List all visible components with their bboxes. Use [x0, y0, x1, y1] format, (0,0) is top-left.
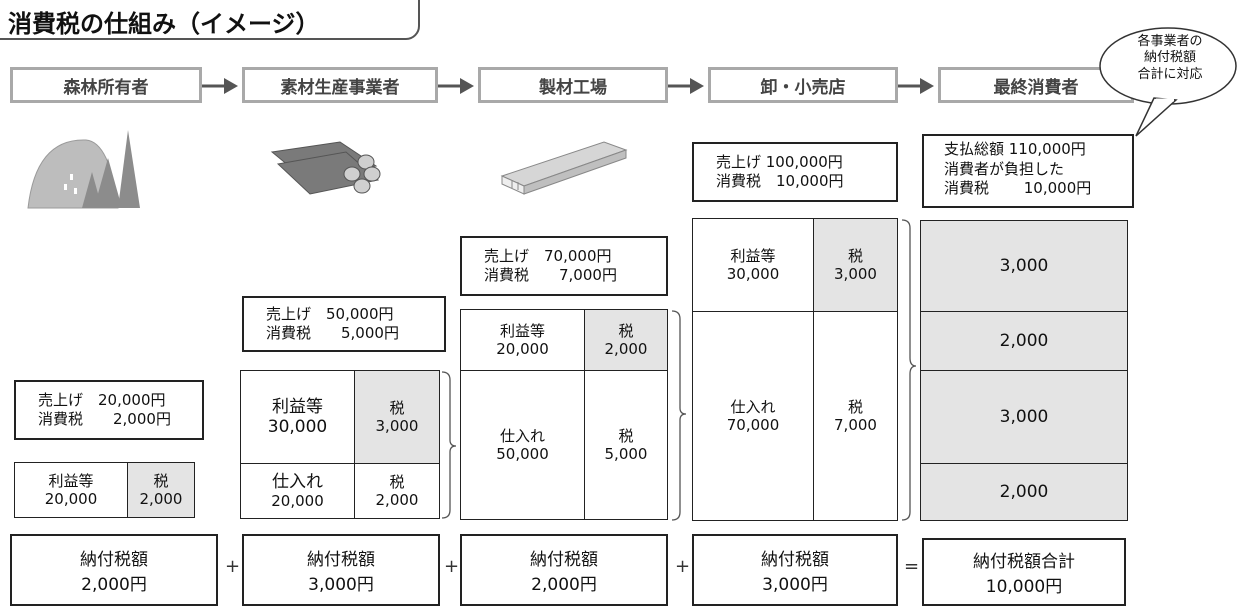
plus-operator: + — [225, 556, 241, 577]
plus-operator: + — [444, 556, 460, 577]
stage-logging-business: 素材生産事業者 — [242, 67, 438, 103]
stage-sawmill: 製材工場 — [478, 67, 668, 103]
page-title: 消費税の仕組み（イメージ） — [8, 10, 320, 38]
retail-sales-box: 売上げ 100,000円消費税 10,000円 — [692, 142, 898, 202]
title-tab — [0, 0, 420, 40]
logs-icon — [270, 141, 381, 195]
stage-forest-owner: 森林所有者 — [10, 67, 202, 103]
sawmill-sales-box: 売上げ 70,000円消費税 7,000円 — [460, 236, 668, 296]
equals-operator: = — [904, 556, 920, 577]
consumer-stack-cell: 2,000 — [920, 463, 1128, 521]
forest-icon — [27, 130, 140, 209]
callout-bubble — [1099, 27, 1237, 137]
consumer-stack-cell: 3,000 — [920, 370, 1128, 464]
lumber-icon — [500, 141, 628, 195]
logging-sales-box: 売上げ 50,000円消費税 5,000円 — [242, 296, 446, 352]
consumer-stack-cell: 3,000 — [920, 220, 1128, 312]
plus-operator: + — [675, 556, 691, 577]
stage-retail-store: 卸・小売店 — [708, 67, 898, 103]
forest-sales-box: 売上げ 20,000円消費税 2,000円 — [14, 380, 204, 440]
callout-text: 各事業者の納付税額合計に対応 — [1137, 34, 1203, 82]
consumer-payment-box: 支払総額 110,000円消費者が負担した消費税 10,000円 — [922, 134, 1134, 208]
